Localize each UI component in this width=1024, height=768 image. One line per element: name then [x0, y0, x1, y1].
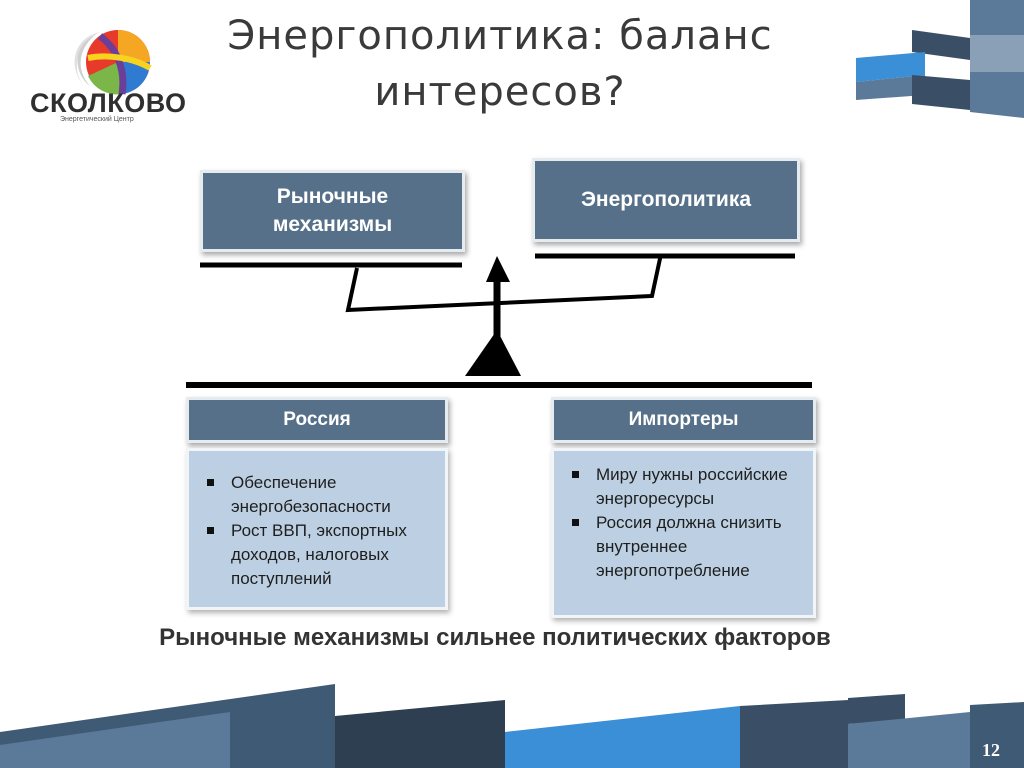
list-item: Обеспечение энергобезопасности	[197, 471, 437, 519]
logo-subtitle: Энергетический Центр	[60, 116, 134, 123]
logo-name: СКОЛКОВО	[30, 88, 187, 118]
russia-header: Россия	[186, 397, 448, 443]
list-item: Рост ВВП, экспортных доходов, налоговых …	[197, 519, 437, 591]
importers-list-box: Миру нужны российские энергоресурсы Росс…	[551, 448, 816, 618]
importers-header-label: Импортеры	[628, 409, 739, 430]
skolkovo-logo-icon	[74, 30, 152, 95]
energy-policy-box: Энергополитика	[532, 158, 800, 242]
energy-policy-label: Энергополитика	[580, 188, 752, 211]
page-number: 12	[982, 740, 1000, 760]
importers-header: Импортеры	[551, 397, 816, 443]
importers-list: Миру нужны российские энергоресурсы Росс…	[562, 463, 805, 583]
list-item: Россия должна снизить внутреннее энергоп…	[562, 511, 805, 583]
list-item: Миру нужны российские энергоресурсы	[562, 463, 805, 511]
market-mechanisms-box: Рыночные механизмы	[200, 170, 465, 252]
slide-title: Энергополитика: баланс интересов?	[227, 13, 773, 115]
russia-list: Обеспечение энергобезопасности Рост ВВП,…	[197, 471, 437, 591]
conclusion-text: Рыночные механизмы сильнее политических …	[159, 624, 831, 651]
market-mechanisms-label: Рыночные механизмы	[272, 185, 393, 236]
russia-list-box: Обеспечение энергобезопасности Рост ВВП,…	[186, 448, 448, 610]
russia-header-label: Россия	[283, 409, 351, 430]
